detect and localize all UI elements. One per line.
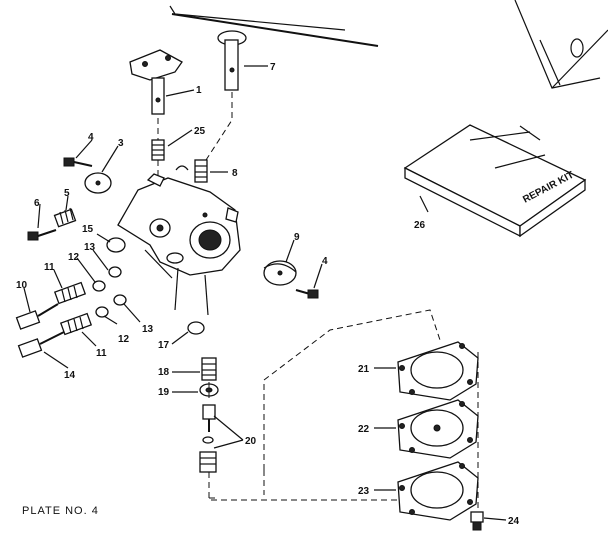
part-spring-25	[151, 139, 165, 161]
part-cup-17	[187, 321, 205, 335]
part-screw-6	[27, 229, 57, 241]
part-washer-12-upper	[92, 280, 106, 292]
callout-13-lower: 13	[142, 324, 154, 335]
part-seat-20	[199, 436, 217, 473]
part-gasket-21	[397, 341, 479, 401]
part-needle-10	[15, 303, 59, 330]
callout-11-lower: 11	[96, 348, 107, 359]
part-throttle-shaft	[129, 49, 183, 115]
callout-17: 17	[158, 340, 170, 351]
callout-4-upper: 4	[88, 132, 94, 143]
callout-26: 26	[414, 220, 426, 231]
callout-18: 18	[158, 367, 170, 378]
callout-23: 23	[358, 486, 370, 497]
callout-20: 20	[245, 436, 257, 447]
leader-lines	[23, 65, 507, 521]
part-spring-5	[53, 207, 77, 228]
callout-1: 1	[196, 85, 202, 96]
callout-12-upper: 12	[68, 252, 80, 263]
part-spring-18	[201, 357, 217, 381]
part-needle-14	[17, 331, 65, 358]
callout-13-upper: 13	[84, 242, 96, 253]
callout-14: 14	[64, 370, 76, 381]
part-washer-13-lower	[113, 294, 127, 306]
carburetor-body	[117, 173, 241, 316]
part-spring-11-lower	[59, 312, 93, 336]
callout-4-right: 4	[322, 256, 328, 267]
part-choke-shaft	[205, 30, 247, 161]
callout-5: 5	[64, 188, 70, 199]
callout-labels: 1 7 25 3 4 8 5 6 15 13 12 11 10 12 13 11…	[16, 62, 520, 527]
part-screw-4-upper	[63, 157, 93, 167]
callout-24: 24	[508, 516, 520, 527]
part-gasket-15	[106, 237, 126, 253]
callout-21: 21	[358, 364, 370, 375]
page-edge-lines	[169, 0, 608, 89]
part-cover-23	[397, 461, 479, 521]
callout-9: 9	[294, 232, 300, 243]
callout-8: 8	[232, 168, 238, 179]
part-choke-plate-9	[263, 260, 297, 286]
part-washer-13-upper	[108, 266, 122, 278]
callout-19: 19	[158, 387, 170, 398]
callout-15: 15	[82, 224, 94, 235]
callout-11-upper: 11	[44, 262, 55, 273]
part-spring-11-upper	[53, 281, 87, 305]
callout-6: 6	[34, 198, 40, 209]
callout-25: 25	[194, 126, 206, 137]
callout-7: 7	[270, 62, 276, 73]
part-throttle-plate-3	[84, 172, 112, 194]
callout-3: 3	[118, 138, 124, 149]
part-screw-24	[470, 511, 484, 531]
part-inlet-needle-20	[202, 404, 216, 432]
callout-22: 22	[358, 424, 370, 435]
callout-10: 10	[16, 280, 28, 291]
part-screw-4-right	[295, 289, 319, 299]
part-washer-12-lower	[95, 306, 109, 318]
part-spring-8	[175, 159, 208, 183]
callout-12-lower: 12	[118, 334, 130, 345]
repair-kit-box: REPAIR KIT	[403, 124, 587, 238]
part-diaphragm-22	[397, 399, 479, 459]
plate-number-label: PLATE NO. 4	[22, 505, 99, 517]
